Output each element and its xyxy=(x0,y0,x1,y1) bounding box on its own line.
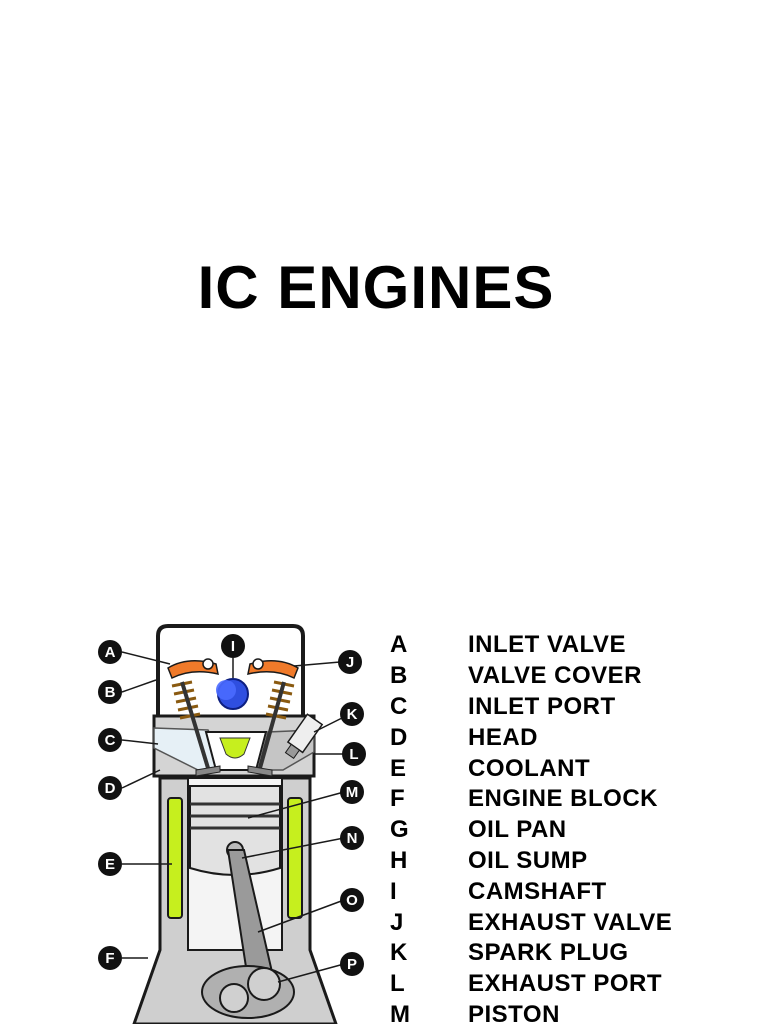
legend-label: ENGINE BLOCK xyxy=(468,785,659,813)
legend-letter: J xyxy=(390,908,404,936)
legend-letter: M xyxy=(390,1000,410,1028)
callout-b: B xyxy=(98,680,122,704)
legend-label: SPARK PLUG xyxy=(468,939,629,967)
coolant-jacket-left xyxy=(167,797,183,919)
parts-legend: A INLET VALVE B VALVE COVER C INLET PORT D H… xyxy=(390,630,762,1030)
legend-letter: E xyxy=(390,754,407,782)
inlet-valve-head xyxy=(195,765,221,777)
legend-letter: I xyxy=(390,877,397,905)
callout-c: C xyxy=(98,728,122,752)
legend-label: COOLANT xyxy=(468,754,591,782)
callout-d: D xyxy=(98,776,122,800)
legend-letter: H xyxy=(390,846,408,874)
svg-text:L: L xyxy=(349,746,358,763)
svg-text:A: A xyxy=(105,644,116,661)
legend-row: G OIL PAN xyxy=(390,815,762,846)
legend-label: CAMSHAFT xyxy=(468,877,607,905)
coolant-jacket-right xyxy=(287,797,303,919)
legend-letter: G xyxy=(390,816,409,844)
legend-row: J EXHAUST VALVE xyxy=(390,907,762,938)
svg-text:O: O xyxy=(346,892,358,909)
callout-m: M xyxy=(340,780,364,804)
callout-i: I xyxy=(221,634,245,658)
legend-row: K SPARK PLUG xyxy=(390,938,762,969)
legend-label: INLET PORT xyxy=(468,692,616,720)
legend-label: EXHAUST PORT xyxy=(468,970,663,998)
svg-text:F: F xyxy=(105,950,114,967)
svg-text:C: C xyxy=(105,732,116,749)
svg-text:N: N xyxy=(347,830,358,847)
callout-n: N xyxy=(340,826,364,850)
callout-a: A xyxy=(98,640,122,664)
legend-label: HEAD xyxy=(468,723,539,751)
svg-text:B: B xyxy=(105,684,116,701)
svg-text:P: P xyxy=(347,956,357,973)
callout-p: P xyxy=(340,952,364,976)
legend-letter: A xyxy=(390,631,408,659)
svg-text:M: M xyxy=(346,784,359,801)
legend-label: OIL SUMP xyxy=(468,846,588,874)
legend-letter: B xyxy=(390,662,408,690)
legend-letter: D xyxy=(390,723,408,751)
combustion-flame xyxy=(219,737,251,759)
legend-letter: L xyxy=(390,970,405,998)
svg-text:E: E xyxy=(105,856,115,873)
legend-letter: C xyxy=(390,692,408,720)
exhaust-valve-head xyxy=(247,765,273,777)
legend-label: OIL PAN xyxy=(468,816,567,844)
callout-f: F xyxy=(98,946,122,970)
legend-label: EXHAUST VALVE xyxy=(468,908,673,936)
callout-k: K xyxy=(340,702,364,726)
legend-row: I CAMSHAFT xyxy=(390,876,762,907)
legend-label: VALVE COVER xyxy=(468,662,642,690)
svg-text:K: K xyxy=(347,706,358,723)
legend-row: C INLET PORT xyxy=(390,692,762,723)
page-title: IC ENGINES xyxy=(197,254,555,321)
svg-text:I: I xyxy=(231,638,235,655)
legend-label: PISTON xyxy=(468,1000,560,1028)
spark-plug xyxy=(284,713,324,760)
legend-row: M PISTON xyxy=(390,1000,762,1030)
callout-l: L xyxy=(342,742,366,766)
legend-row: L EXHAUST PORT xyxy=(390,969,762,1000)
legend-letter: F xyxy=(390,785,405,813)
legend-row: H OIL SUMP xyxy=(390,846,762,877)
inlet-valve-stem xyxy=(180,681,210,769)
valve-cover xyxy=(156,624,305,716)
legend-row: A INLET VALVE xyxy=(390,630,762,661)
legend-row: B VALVE COVER xyxy=(390,661,762,692)
svg-text:D: D xyxy=(105,780,116,797)
svg-text:J: J xyxy=(346,654,354,671)
legend-letter: K xyxy=(390,939,408,967)
engine-diagram: A B C D E F I J K L M N O P xyxy=(98,624,366,1024)
exhaust-valve-stem xyxy=(258,681,286,769)
crankshaft xyxy=(201,965,295,1019)
callout-o: O xyxy=(340,888,364,912)
callout-j: J xyxy=(338,650,362,674)
legend-row: D HEAD xyxy=(390,722,762,753)
callout-e: E xyxy=(98,852,122,876)
legend-row: E COOLANT xyxy=(390,753,762,784)
legend-row: F ENGINE BLOCK xyxy=(390,784,762,815)
legend-label: INLET VALVE xyxy=(468,631,626,659)
